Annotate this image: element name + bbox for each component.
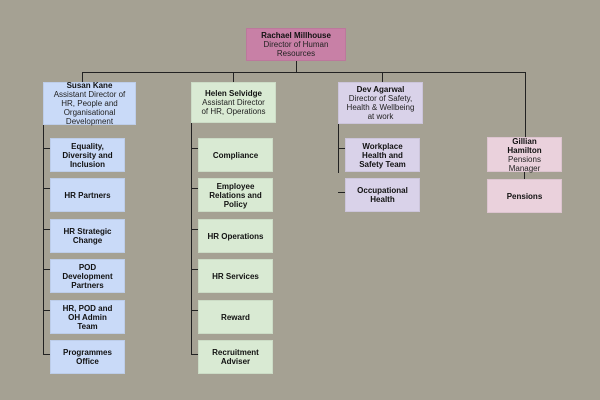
head-title: Director of Safety, Health & Wellbeing a… bbox=[346, 94, 415, 121]
unit-box[interactable]: HR Operations bbox=[198, 219, 273, 253]
unit-box[interactable]: Pensions bbox=[487, 179, 562, 213]
unit-box[interactable]: Equality, Diversity and Inclusion bbox=[50, 138, 125, 172]
head-name: Helen Selvidge bbox=[205, 89, 262, 98]
connector bbox=[43, 188, 50, 189]
unit-box[interactable]: POD Development Partners bbox=[50, 259, 125, 293]
director-box[interactable]: Rachael Millhouse Director of Human Reso… bbox=[246, 28, 346, 61]
unit-box[interactable]: Occupational Health bbox=[345, 178, 420, 212]
connector bbox=[43, 229, 50, 230]
unit-box[interactable]: Employee Relations and Policy bbox=[198, 178, 273, 212]
unit-label: HR Strategic Change bbox=[63, 227, 112, 245]
branch-head-dev-agarwal[interactable]: Dev Agarwal Director of Safety, Health &… bbox=[338, 82, 423, 124]
unit-label: HR Partners bbox=[64, 190, 111, 200]
head-title: Pensions Manager bbox=[508, 154, 541, 173]
connector bbox=[191, 123, 192, 355]
unit-box[interactable]: HR Services bbox=[198, 259, 273, 293]
unit-label: Workplace Health and Safety Team bbox=[359, 141, 406, 169]
unit-box[interactable]: Workplace Health and Safety Team bbox=[345, 138, 420, 172]
unit-box[interactable]: HR Partners bbox=[50, 178, 125, 212]
unit-box[interactable]: Reward bbox=[198, 300, 273, 334]
connector bbox=[82, 72, 83, 82]
unit-label: HR, POD and OH Admin Team bbox=[62, 303, 113, 331]
unit-label: Compliance bbox=[212, 150, 259, 160]
head-name: Susan Kane bbox=[66, 81, 113, 90]
connector bbox=[524, 172, 525, 179]
unit-label: Pensions bbox=[506, 191, 543, 201]
connector bbox=[43, 310, 50, 311]
head-title: Assistant Director of HR, People and Org… bbox=[53, 90, 126, 126]
unit-label: HR Operations bbox=[207, 231, 264, 241]
connector bbox=[43, 125, 44, 355]
unit-label: Programmes Office bbox=[63, 348, 112, 366]
connector bbox=[296, 61, 297, 72]
branch-head-gillian-hamilton[interactable]: Gillian Hamilton Pensions Manager bbox=[487, 136, 562, 173]
unit-label: Recruitment Adviser bbox=[212, 348, 259, 366]
branch-head-susan-kane[interactable]: Susan Kane Assistant Director of HR, Peo… bbox=[43, 81, 136, 126]
connector bbox=[338, 148, 345, 149]
connector bbox=[191, 354, 198, 355]
unit-box[interactable]: HR Strategic Change bbox=[50, 219, 125, 253]
connector bbox=[191, 310, 198, 311]
unit-box[interactable]: Recruitment Adviser bbox=[198, 340, 273, 374]
unit-label: Reward bbox=[221, 312, 250, 322]
unit-label: Employee Relations and Policy bbox=[209, 181, 262, 209]
connector bbox=[191, 269, 198, 270]
unit-box[interactable]: Programmes Office bbox=[50, 340, 125, 374]
unit-box[interactable]: HR, POD and OH Admin Team bbox=[50, 300, 125, 334]
connector bbox=[382, 72, 383, 82]
unit-label: HR Services bbox=[212, 271, 259, 281]
connector bbox=[338, 192, 345, 193]
connector bbox=[43, 269, 50, 270]
connector bbox=[233, 72, 234, 82]
connector bbox=[191, 229, 198, 230]
connector bbox=[525, 72, 526, 137]
head-name: Gillian Hamilton bbox=[507, 136, 542, 155]
connector bbox=[82, 72, 526, 73]
director-name: Rachael Millhouse bbox=[261, 31, 331, 40]
connector bbox=[43, 148, 50, 149]
head-title: Assistant Director of HR, Operations bbox=[201, 98, 266, 116]
head-name: Dev Agarwal bbox=[356, 85, 405, 94]
unit-label: Equality, Diversity and Inclusion bbox=[62, 141, 113, 169]
branch-head-helen-selvidge[interactable]: Helen Selvidge Assistant Director of HR,… bbox=[191, 82, 276, 123]
unit-box[interactable]: Compliance bbox=[198, 138, 273, 172]
director-title: Director of Human Resources bbox=[263, 40, 329, 58]
unit-label: Occupational Health bbox=[357, 186, 408, 204]
connector bbox=[191, 188, 198, 189]
connector bbox=[191, 148, 198, 149]
connector bbox=[43, 354, 50, 355]
unit-label: POD Development Partners bbox=[62, 262, 113, 290]
